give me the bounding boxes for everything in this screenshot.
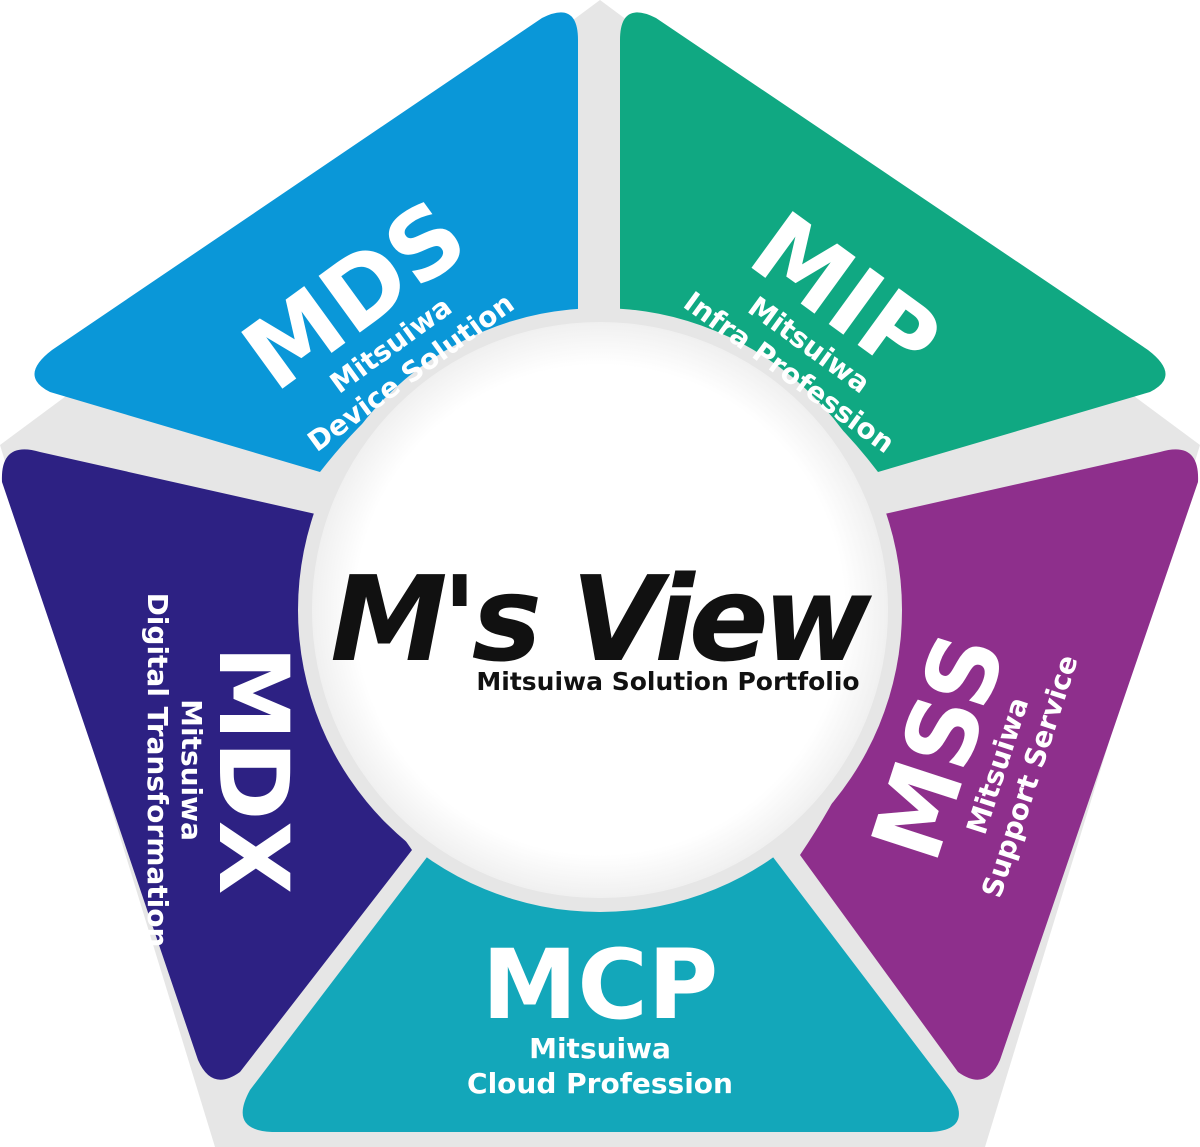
segment-abbr: MDX [197, 645, 309, 894]
logo-title: M's View [330, 550, 873, 688]
segment-line2: Cloud Profession [467, 1067, 733, 1100]
center-circle [312, 322, 888, 898]
logo: M's View Mitsuiwa Solution Portfolio [330, 550, 879, 696]
label-group-mdx: MDX Mitsuiwa Digital Transformation [141, 593, 309, 948]
segment-mcp[interactable] [242, 840, 959, 1132]
segment-line1: Mitsuiwa [529, 1032, 671, 1065]
segment-line1: Mitsuiwa [175, 699, 208, 841]
segment-abbr: MCP [482, 929, 718, 1041]
logo-subtitle: Mitsuiwa Solution Portfolio [476, 667, 859, 696]
segment-line2: Digital Transformation [141, 593, 174, 948]
label-group-mcp: MCP Mitsuiwa Cloud Profession [467, 929, 733, 1100]
